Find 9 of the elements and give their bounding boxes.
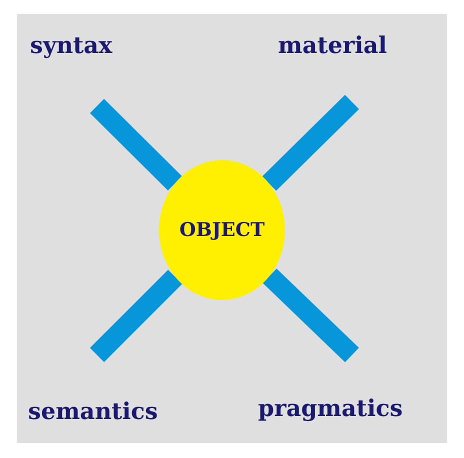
connector-bar [262,268,359,362]
connector-bar [90,98,182,190]
connector-bar [262,94,360,191]
node-label: OBJECT [179,219,265,241]
term-label: material [278,34,387,57]
term-label: pragmatics [258,397,403,420]
term-label: syntax [30,34,112,57]
connector-bar [90,270,182,362]
term-label: semantics [28,400,158,423]
